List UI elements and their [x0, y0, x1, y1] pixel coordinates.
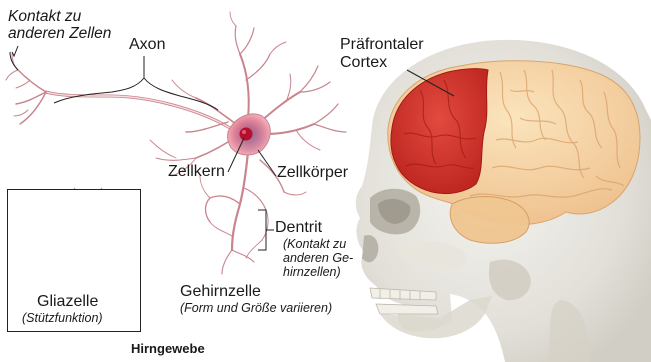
label-dentrit: Dentrit [275, 219, 322, 237]
label-kontakt-zu-anderen-zellen: Kontakt zu anderen Zellen [8, 8, 111, 43]
label-gehirnzelle-note: (Form und Größe variieren) [180, 301, 332, 315]
label-axon: Axon [129, 36, 165, 54]
label-zellkern: Zellkern [168, 163, 225, 181]
label-gehirnzelle: Gehirnzelle [180, 283, 261, 301]
cell-nucleus [240, 128, 253, 141]
cell-body [228, 114, 271, 155]
label-gliazelle: Gliazelle [37, 293, 98, 311]
label-zellkoerper: Zellkörper [277, 164, 348, 182]
label-gliazelle-note: (Stützfunktion) [22, 311, 103, 325]
label-hirngewebe: Hirngewebe [131, 342, 205, 357]
label-dentrit-note: (Kontakt zu anderen Ge- hirnzellen) [283, 237, 353, 279]
label-praefrontaler-cortex: Präfrontaler Cortex [340, 36, 424, 72]
